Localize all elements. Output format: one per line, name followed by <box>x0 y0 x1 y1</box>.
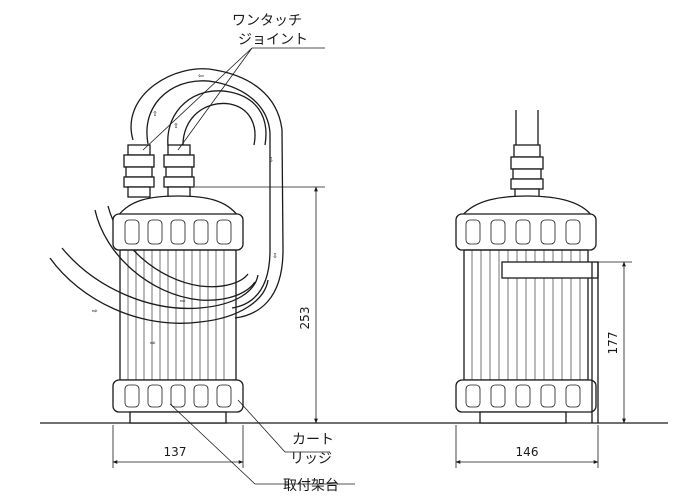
svg-text:⇨: ⇨ <box>150 339 156 347</box>
leader-joint <box>142 47 325 151</box>
label-joint-1: ワンタッチ <box>232 13 302 29</box>
dimension-height-front <box>195 186 325 424</box>
dimension-width-side <box>455 425 599 468</box>
leader-mount <box>169 403 355 485</box>
front-unit <box>112 144 244 424</box>
svg-text:⇩: ⇩ <box>268 156 274 164</box>
label-cartridge-1: カート <box>292 432 334 448</box>
label-cartridge-2: リッジ <box>290 451 332 467</box>
svg-text:⇧: ⇧ <box>173 122 179 130</box>
dimension-width-front <box>112 425 244 468</box>
dim-label-side-height: 177 <box>606 332 620 355</box>
svg-text:⇧: ⇧ <box>152 110 158 118</box>
svg-text:⇦: ⇦ <box>198 72 204 80</box>
dim-label-side-width: 146 <box>516 445 539 459</box>
dimension-height-side <box>598 261 632 424</box>
label-mount: 取付架台 <box>283 478 339 494</box>
svg-text:⇨: ⇨ <box>180 297 186 305</box>
label-joint-2: ジョイント <box>238 32 308 48</box>
svg-text:⇩: ⇩ <box>272 252 278 260</box>
svg-text:⇨: ⇨ <box>92 307 98 315</box>
side-unit <box>455 110 599 424</box>
leader-cartridge <box>237 399 330 453</box>
dim-label-height: 253 <box>298 307 312 330</box>
dim-label-front-width: 137 <box>164 445 187 459</box>
